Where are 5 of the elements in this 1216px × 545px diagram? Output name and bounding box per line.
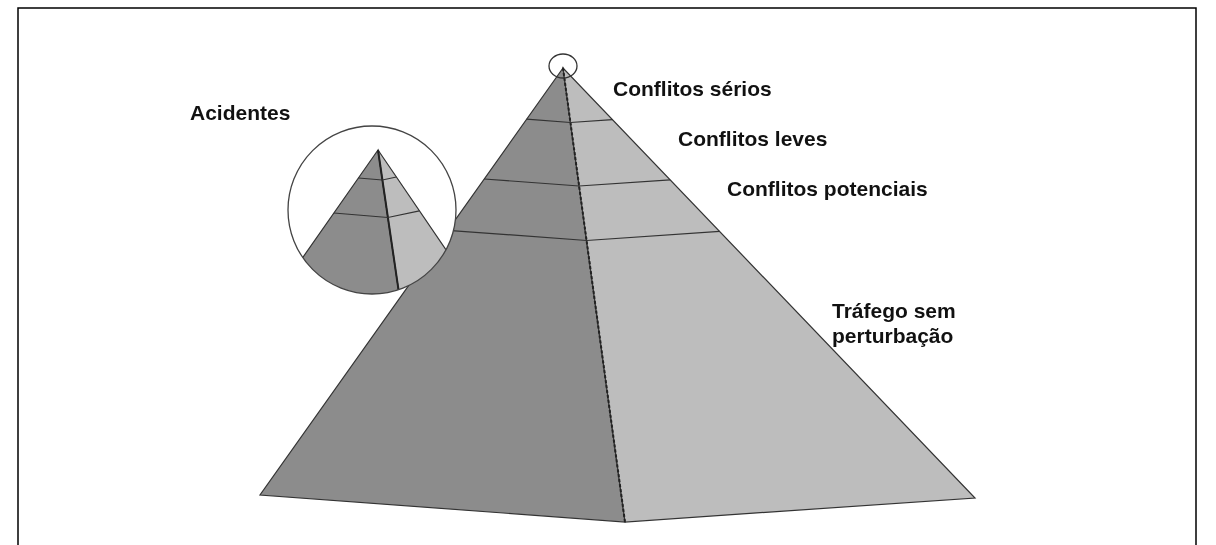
level-label: Conflitos potenciais [727, 176, 928, 201]
level-label: Tráfego sem perturbação [832, 298, 957, 348]
level-label: Conflitos leves [678, 126, 828, 151]
level-label: Acidentes [190, 100, 291, 125]
level-label: Conflitos sérios [613, 76, 772, 101]
